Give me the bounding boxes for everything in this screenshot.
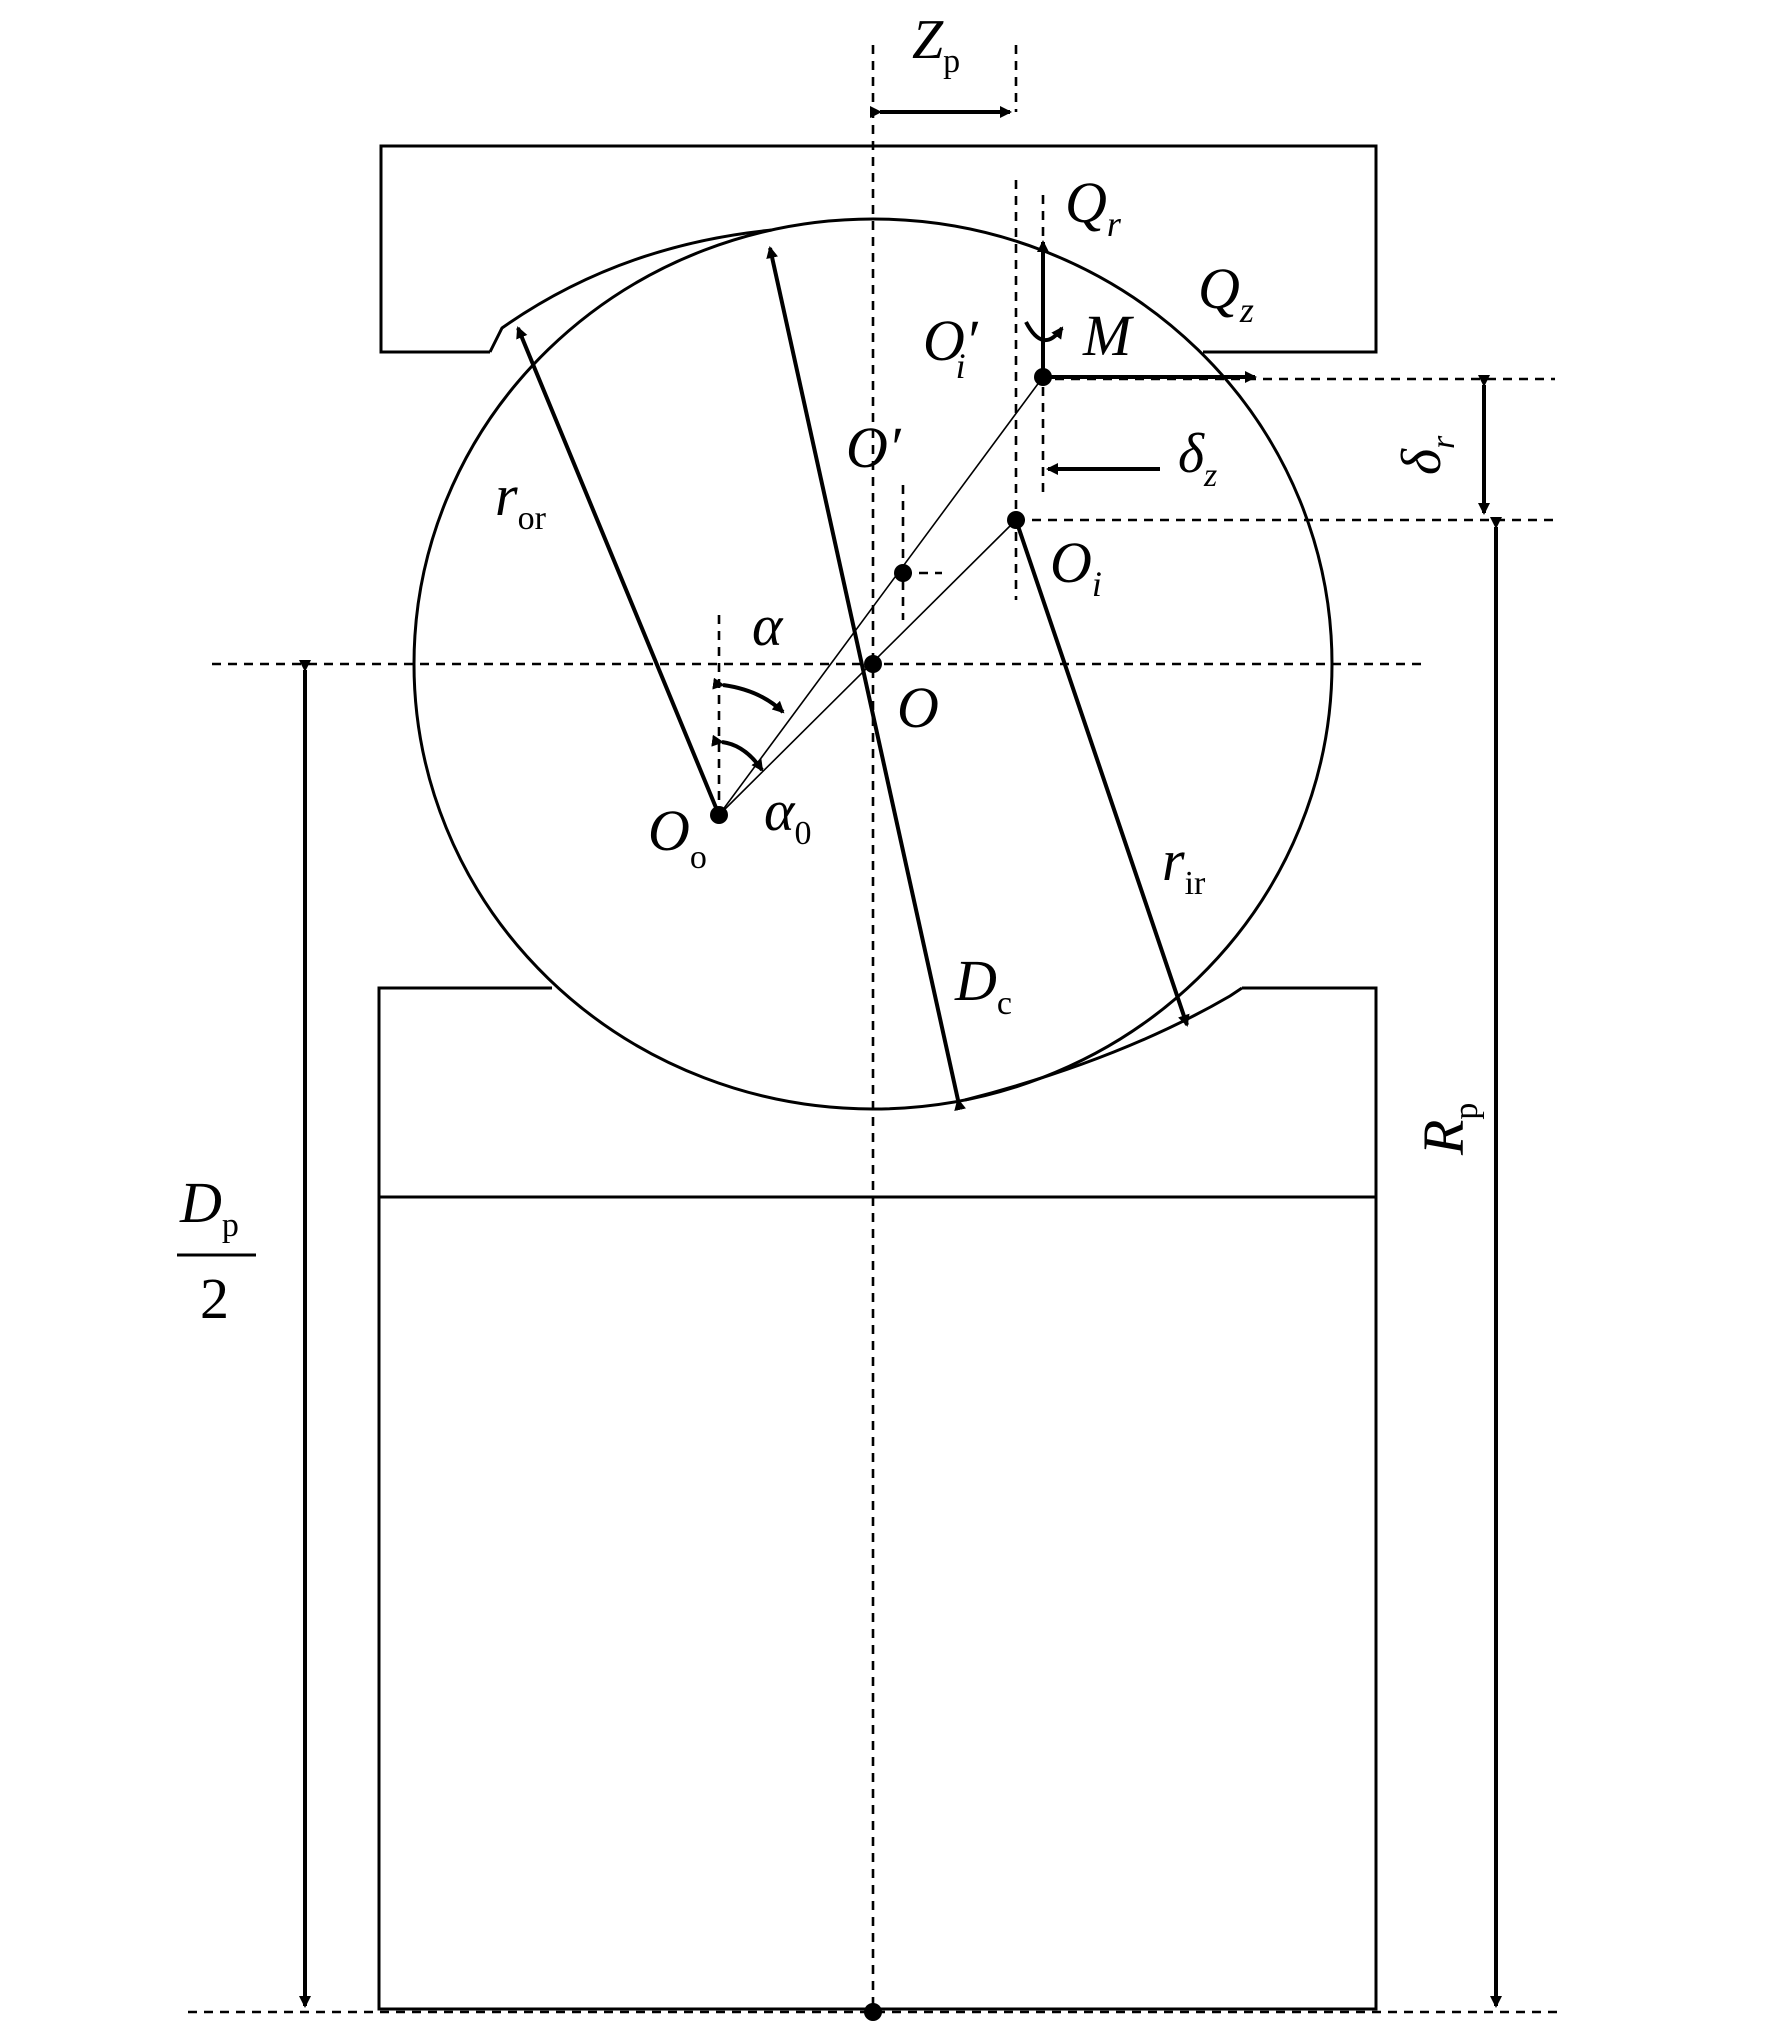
point-base [864,2003,882,2021]
moment-arrow [1024,321,1064,342]
point-oi-prime [1034,368,1052,386]
label-alpha: α [752,593,784,658]
label-o: O [897,675,939,740]
label-oi-prime: O′i [923,308,979,386]
label-oo: Oo [648,798,707,876]
alpha-angle-arrow [712,677,785,714]
label-m: M [1082,303,1134,368]
label-rp: Rp [1411,1103,1485,1156]
label-r-ir: rir [1162,828,1206,902]
label-r-or: ror [495,463,547,537]
point-o-prime [894,564,912,582]
alpha0-angle-arrow [711,734,764,772]
inner-ring [377,986,1378,2011]
point-o [864,655,882,673]
r-ir-arrow [1014,519,1190,1027]
label-alpha0: α0 [764,778,811,852]
label-delta-r: δr [1391,435,1462,475]
label-delta-z: δz [1178,423,1217,494]
label-dc: Dc [954,948,1012,1022]
outer-race-groove [488,228,773,353]
label-zp: Zp [912,9,960,80]
label-qr: Qr [1065,170,1122,244]
point-oi [1007,511,1025,529]
outer-ring [379,144,1378,354]
label-dp-numerator: Dp [179,1170,239,1244]
label-oi: Oi [1050,530,1102,604]
dc-diameter-arrow [766,246,967,1112]
label-qz: Qz [1198,256,1254,330]
label-o-prime: O′ [846,415,902,480]
point-oo [710,806,728,824]
r-or-arrow [516,326,721,816]
label-dp-denominator: 2 [200,1266,229,1331]
